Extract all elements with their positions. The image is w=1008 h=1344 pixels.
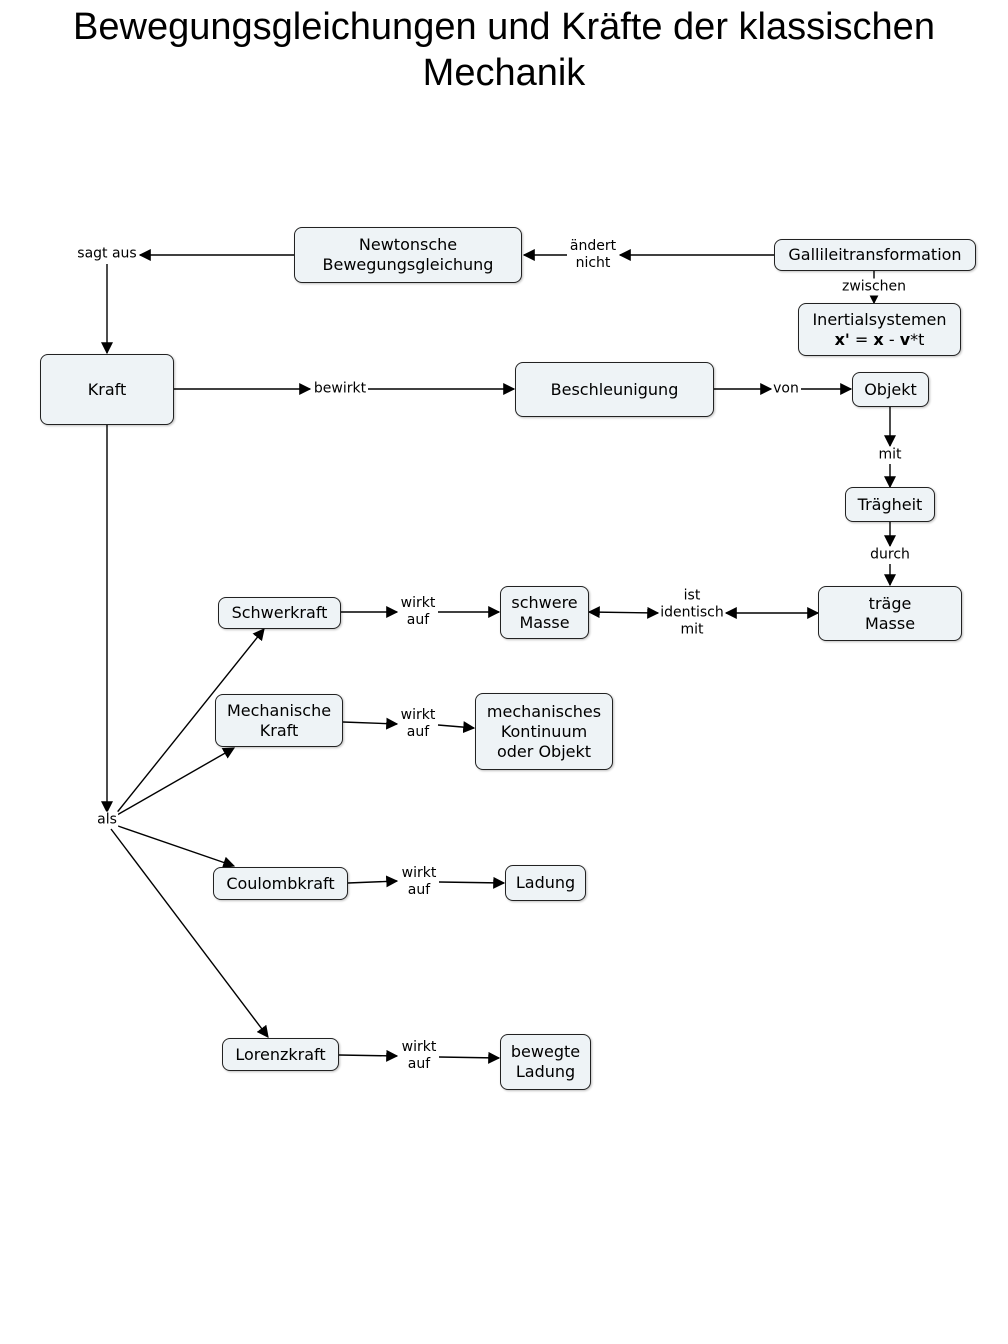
link-sagt-aus: sagt aus (76, 245, 138, 263)
edge-als-coulomb (117, 825, 236, 869)
edge-als-schwerkraft (114, 628, 265, 816)
link-text-line: auf (406, 612, 430, 628)
node-text-line: bewegte (510, 1042, 581, 1061)
link-text-line: identisch (660, 604, 724, 621)
node-kraft: Kraft (40, 354, 174, 425)
link-text-line: sagt aus (77, 245, 137, 262)
node-mechanisches-kontinuum: mechanisches Kontinuum oder Objekt (475, 693, 613, 770)
link-text-line: als (97, 811, 117, 828)
node-text-line: Newtonsche (358, 235, 458, 254)
formula-times-t: *t (910, 329, 925, 349)
node-text-line: Objekt (864, 379, 917, 399)
link-ist-identisch-mit: ist identisch mit (659, 587, 725, 639)
edge-lorenz-wirkt (338, 1049, 399, 1062)
node-text-line: Masse (864, 613, 916, 633)
formula-v: v (899, 329, 911, 349)
node-mechanische-kraft: Mechanische Kraft (215, 694, 343, 747)
node-galileitransformation: Gallileitransformation (774, 239, 976, 271)
node-beschleunigung: Beschleunigung (515, 362, 714, 417)
node-newtonsche-bewegungsgleichung: Newtonsche Bewegungsgleichung (294, 227, 522, 283)
edge-wirkt-ladung (438, 876, 506, 889)
link-text-line: nicht (575, 255, 611, 271)
link-text-line: mit (878, 446, 902, 463)
node-schwerkraft: Schwerkraft (218, 597, 341, 629)
link-text-line: wirkt (400, 707, 436, 723)
edge-wirkt-bewegteladung (438, 1051, 501, 1064)
link-als: als (96, 811, 118, 829)
edge-coulomb-wirkt (347, 875, 399, 888)
node-text-line: Coulombkraft (226, 873, 335, 893)
node-ladung: Ladung (505, 865, 586, 901)
node-text-line: Trägheit (857, 494, 923, 514)
node-objekt: Objekt (852, 372, 929, 407)
node-schwere-masse: schwere Masse (500, 586, 589, 639)
link-text-line: bewirkt (313, 380, 367, 397)
node-text-line: Inertialsystemen (812, 309, 947, 329)
title-line-1: Bewegungsgleichungen und Kräfte der klas… (73, 6, 935, 48)
formula-x-prime: x' (834, 329, 850, 349)
node-traegheit: Trägheit (845, 487, 935, 522)
node-text-line: schwere (511, 592, 578, 612)
link-text-line: von (773, 380, 799, 397)
node-text-line: Ladung (515, 1062, 576, 1081)
node-text-line: Gallileitransformation (788, 245, 962, 264)
link-aendert-nicht: ändert nicht (568, 238, 618, 272)
node-traege-masse: träge Masse (818, 586, 962, 641)
link-zwischen: zwischen (840, 278, 908, 296)
link-wirkt-auf-schwerkraft: wirkt auf (399, 595, 437, 629)
link-text-line: mit (680, 621, 704, 638)
link-text-line: wirkt (401, 1039, 437, 1055)
edge-als-lorenz (110, 828, 269, 1038)
link-text-line: auf (407, 882, 431, 898)
node-text-line: oder Objekt (496, 741, 592, 761)
node-coulombkraft: Coulombkraft (213, 867, 348, 900)
node-text-line: Masse (519, 612, 570, 632)
diagram-title: Bewegungsgleichungen und Kräfte der klas… (40, 4, 968, 96)
node-text-line: Mechanische (226, 700, 332, 720)
link-text-line: wirkt (400, 595, 436, 611)
node-text-line: Kraft (259, 720, 299, 740)
galilei-formula: x' = x - v*t (835, 330, 925, 350)
node-text-line: Kraft (87, 379, 127, 399)
link-text-line: auf (406, 724, 430, 740)
edge-mechkraft-wirkt (342, 717, 399, 730)
link-von: von (772, 380, 800, 398)
formula-minus: - (888, 329, 895, 349)
node-text-line: Kontinuum (500, 721, 588, 741)
link-wirkt-auf-lorenz: wirkt auf (400, 1039, 438, 1073)
node-inertialsystemen: Inertialsystemen x' = x - v*t (798, 303, 961, 356)
link-text-line: durch (870, 546, 910, 563)
link-text-line: zwischen (841, 278, 907, 295)
node-text-line: Lorenzkraft (235, 1044, 326, 1064)
node-text-line: Ladung (515, 873, 576, 892)
node-bewegte-ladung: bewegte Ladung (500, 1034, 591, 1090)
link-text-line: ist (683, 587, 701, 604)
formula-x: x (873, 329, 884, 349)
node-text-line: träge (868, 593, 912, 613)
edge-als-mechkraft (116, 747, 236, 816)
link-text-line: wirkt (401, 865, 437, 881)
edge-wirkt-kontinuum (437, 721, 476, 734)
link-durch: durch (869, 546, 911, 564)
link-wirkt-auf-mechkraft: wirkt auf (399, 707, 437, 741)
link-bewirkt: bewirkt (312, 380, 368, 398)
node-text-line: Schwerkraft (231, 603, 328, 622)
link-mit: mit (877, 446, 903, 464)
node-lorenzkraft: Lorenzkraft (222, 1038, 339, 1071)
formula-eq: = (854, 329, 869, 349)
edge-schweremasse-identisch (587, 606, 660, 619)
node-text-line: Beschleunigung (550, 379, 679, 399)
node-text-line: mechanisches (486, 701, 602, 721)
link-text-line: ändert (569, 238, 617, 254)
link-text-line: auf (407, 1056, 431, 1072)
title-line-2: Mechanik (422, 52, 586, 94)
link-wirkt-auf-coulomb: wirkt auf (400, 865, 438, 899)
node-text-line: Bewegungsgleichung (322, 255, 494, 274)
